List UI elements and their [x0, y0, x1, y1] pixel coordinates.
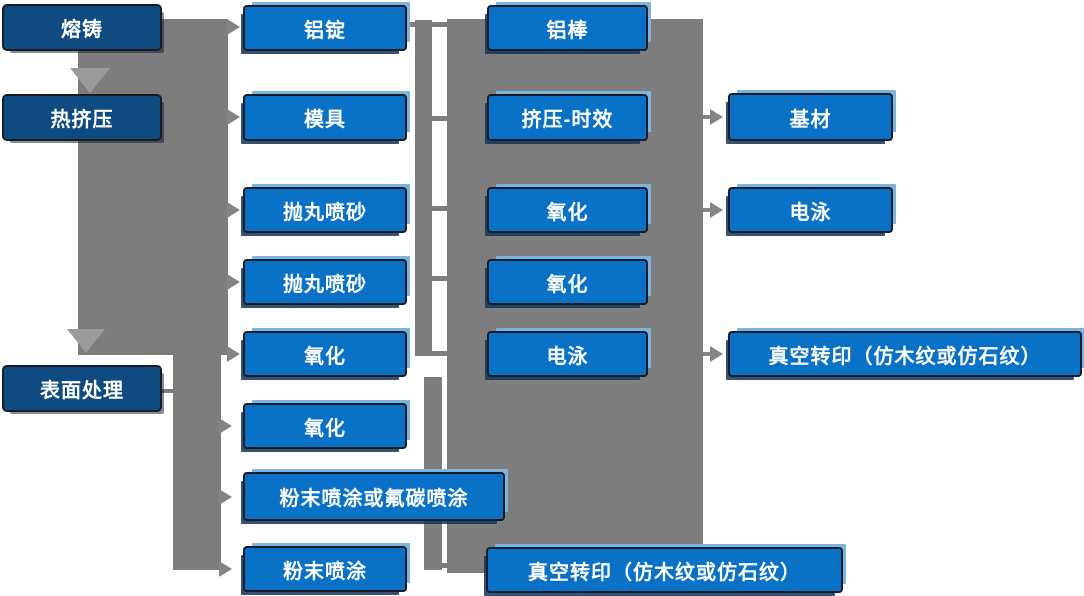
arrow-right-icon-to-aluminum-ingot: [227, 19, 240, 35]
node-aluminum-ingot: 铝锭: [243, 5, 407, 51]
arrow-right-icon-to-shot-blasting-2: [227, 274, 240, 290]
node-label-oxidation-1: 氧化: [304, 345, 346, 368]
node-label-surface-treatment: 表面处理: [40, 380, 124, 402]
connector-tick-row2-link: [432, 116, 449, 121]
arrow-stem-to-vacuum-transfer-right: [703, 352, 711, 356]
connector-tick-row1-link: [407, 22, 449, 27]
node-mold: 模具: [243, 94, 407, 141]
node-base-material: 基材: [728, 93, 893, 141]
node-label-oxidation-4: 氧化: [546, 273, 589, 296]
arrow-right-icon-to-powder-or-fluorocarbon: [219, 489, 232, 505]
node-electrophoresis-2: 电泳: [728, 187, 893, 233]
node-powder-or-fluorocarbon-coating: 粉末喷涂或氟碳喷涂: [243, 472, 505, 521]
connector-tick-surface-treatment-link: [160, 389, 175, 393]
node-melting-casting: 熔铸: [2, 4, 162, 51]
node-label-aluminum-ingot: 铝锭: [304, 19, 346, 42]
node-surface-treatment: 表面处理: [2, 365, 162, 412]
connector-tick-row4-link: [432, 276, 449, 281]
node-vacuum-transfer-right: 真空转印（仿木纹或仿石纹）: [728, 331, 1082, 377]
node-label-aluminum-rod: 铝棒: [546, 19, 589, 42]
node-label-powder-or-fluorocarbon-coating: 粉末喷涂或氟碳喷涂: [279, 488, 469, 510]
arrow-right-icon-to-electrophoresis-2: [710, 202, 723, 218]
arrow-stem-to-electrophoresis-2: [703, 208, 711, 212]
node-oxidation-1: 氧化: [243, 331, 407, 377]
node-label-electrophoresis-2: 电泳: [789, 201, 832, 224]
node-extrusion-aging: 挤压-时效: [487, 94, 648, 141]
node-label-vacuum-transfer-bottom: 真空转印（仿木纹或仿石纹）: [528, 561, 801, 584]
node-hot-extrusion: 热挤压: [2, 94, 162, 141]
connector-band-mid-upper-bar: [415, 20, 432, 356]
node-label-oxidation-3: 氧化: [546, 201, 589, 224]
node-label-mold: 模具: [304, 109, 346, 131]
node-vacuum-transfer-bottom: 真空转印（仿木纹或仿石纹）: [486, 547, 843, 593]
node-oxidation-4: 氧化: [487, 259, 648, 305]
connector-tick-row3-link: [432, 206, 449, 211]
arrow-right-icon-to-shot-blasting-1: [227, 202, 240, 218]
arrow-right-icon-to-base-material: [710, 109, 723, 125]
node-electrophoresis-1: 电泳: [487, 331, 648, 377]
node-shot-blasting-2: 抛丸喷砂: [243, 259, 407, 305]
arrow-down-icon-to-hot-extrusion: [70, 68, 110, 93]
connector-tick-row5-link: [430, 351, 449, 356]
arrow-stem-to-base-material: [703, 115, 711, 119]
arrow-right-icon-to-oxidation-2: [219, 418, 232, 434]
node-oxidation-2: 氧化: [243, 403, 407, 449]
node-oxidation-3: 氧化: [487, 187, 648, 233]
node-label-base-material: 基材: [789, 108, 832, 131]
arrow-right-icon-to-mold: [227, 109, 240, 125]
node-aluminum-rod: 铝棒: [487, 5, 648, 51]
node-label-oxidation-2: 氧化: [304, 417, 346, 440]
arrow-right-icon-to-vacuum-transfer-right: [710, 346, 723, 362]
node-shot-blasting-1: 抛丸喷砂: [243, 187, 407, 233]
node-label-shot-blasting-2: 抛丸喷砂: [283, 273, 367, 296]
connector-tick-bottom-row-link: [430, 563, 449, 568]
arrow-right-icon-to-oxidation-1: [227, 346, 240, 362]
node-label-shot-blasting-1: 抛丸喷砂: [283, 201, 367, 224]
node-label-hot-extrusion: 热挤压: [50, 109, 114, 131]
arrow-down-icon-to-surface-treatment: [67, 329, 105, 353]
node-label-melting-casting: 熔铸: [61, 19, 103, 41]
node-label-powder-coating: 粉末喷涂: [283, 560, 367, 583]
node-label-electrophoresis-1: 电泳: [546, 345, 589, 368]
node-label-extrusion-aging: 挤压-时效: [521, 109, 614, 131]
arrow-right-icon-to-powder-coating: [219, 561, 232, 577]
node-label-vacuum-transfer-right: 真空转印（仿木纹或仿石纹）: [768, 345, 1042, 368]
connector-band-left-lower-band: [173, 355, 221, 570]
node-powder-coating: 粉末喷涂: [243, 546, 407, 592]
